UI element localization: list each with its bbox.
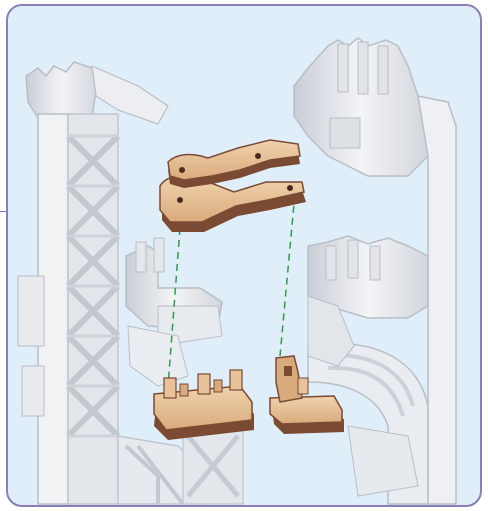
lower-left-base-plate: [154, 370, 254, 440]
guide-line-right: [280, 182, 296, 356]
exploded-assembly-illustration: [8, 6, 480, 505]
upper-linkage-arm: [160, 140, 306, 232]
figure-frame: [6, 4, 482, 507]
right-tower-curved: [294, 38, 456, 504]
